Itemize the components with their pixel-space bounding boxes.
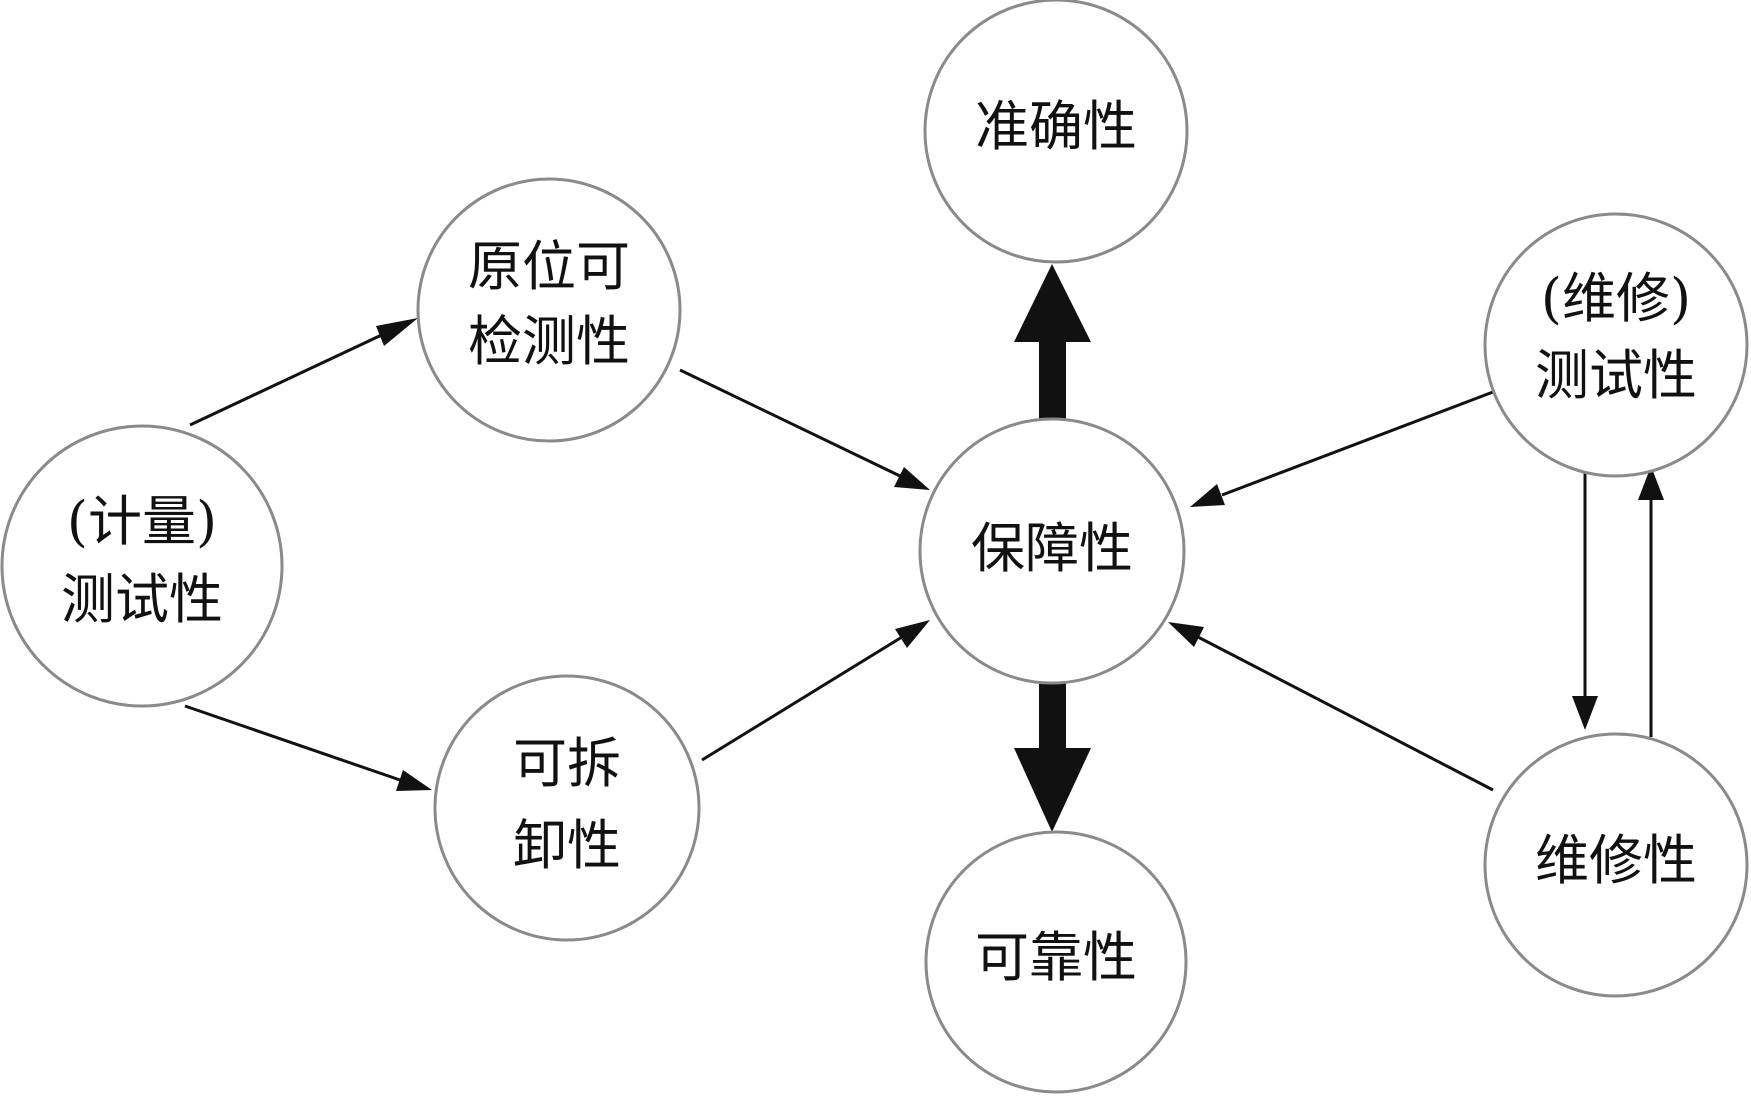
node-label-line: 保障性 [971, 517, 1133, 580]
edges [184, 264, 1664, 832]
edge-supportability-to-reliability [1014, 668, 1091, 832]
node-metrology-testability: (计量) 测试性 [0, 424, 284, 708]
node-label-line: 检测性 [468, 310, 630, 373]
node-label-line: (维修) [1541, 267, 1691, 330]
node-accuracy: 准确性 [923, 0, 1189, 264]
edge-metrology-to-detachability [184, 704, 432, 791]
node-label-line: 测试性 [1535, 344, 1697, 407]
node-label-line: 可靠性 [975, 926, 1137, 989]
node-label-line: (计量) [67, 490, 217, 553]
edge-maintest-to-supportability [1190, 390, 1494, 507]
node-supportability: 保障性 [918, 417, 1186, 685]
node-label-line: 测试性 [61, 568, 223, 631]
edge-metrology-to-insitu [189, 318, 418, 427]
edge-maintainability-to-maintest [1638, 466, 1664, 737]
node-reliability: 可靠性 [924, 830, 1188, 1094]
edge-maintest-to-maintainability [1572, 463, 1598, 730]
node-maintenance-testability: (维修) 测试性 [1483, 212, 1749, 478]
node-label-line: 维修性 [1535, 829, 1697, 892]
edge-detachability-to-supportability [701, 620, 930, 762]
node-label-line: 原位可 [468, 235, 630, 298]
node-label-line: 可拆 [513, 732, 621, 795]
edge-maintainability-to-supportability [1168, 622, 1494, 792]
node-detachability: 可拆 卸性 [433, 674, 701, 942]
node-label-line: 卸性 [513, 814, 621, 877]
node-maintainability: 维修性 [1483, 732, 1749, 998]
node-in-situ-detectability: 原位可 检测性 [416, 177, 682, 443]
node-label-line: 准确性 [975, 95, 1137, 158]
edge-insitu-to-supportability [679, 368, 930, 490]
edge-supportability-to-accuracy [1014, 264, 1091, 430]
